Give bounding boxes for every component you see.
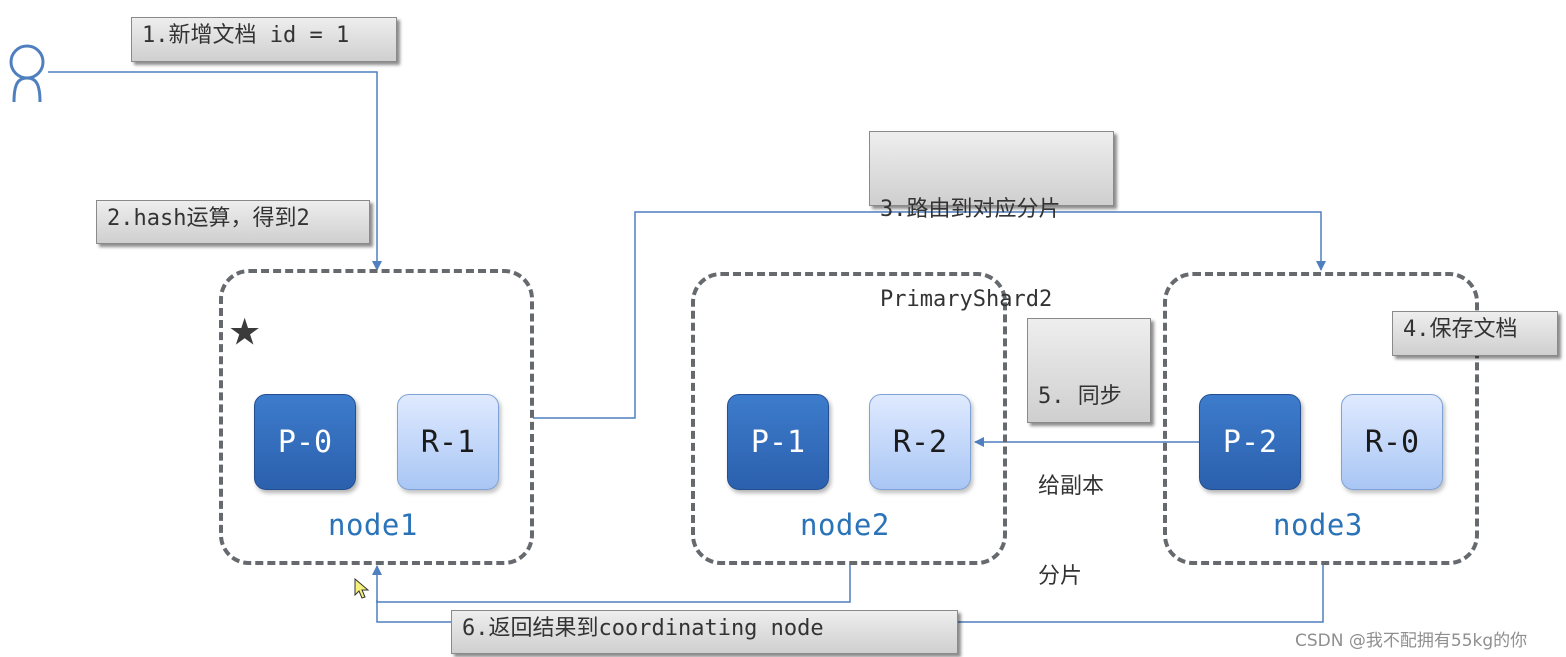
cursor-icon [354,578,370,599]
node1-box [219,269,534,565]
response-arrow-node2 [372,564,851,603]
watermark: CSDN @我不配拥有55kg的你 [1295,631,1528,651]
node2-box [691,272,1007,565]
step5-line1: 5. 同步 [1038,384,1122,409]
step5-line2: 给副本 [1038,474,1105,499]
primary-shard-p1: P-1 [727,394,829,490]
step1-note: 1.新增文档 id = 1 [131,17,397,62]
step3-note: 3.路由到对应分片 PrimaryShard2 [869,131,1114,312]
step5-note: 5. 同步 给副本 分片 [1027,318,1151,589]
primary-shard-p2: P-2 [1199,394,1301,490]
node3-box [1163,272,1479,565]
primary-shard-p0: P-0 [254,394,356,490]
node3-label: node3 [1273,508,1363,542]
request-arrow [48,71,382,271]
step2-note: 2.hash运算，得到2 [96,200,370,244]
step3-line2: PrimaryShard2 [880,287,1053,312]
step4-note: 4.保存文档 [1392,311,1558,356]
step5-line3: 分片 [1038,564,1083,589]
replica-shard-r1: R-1 [397,394,499,490]
star-icon: ★ [229,298,261,358]
replica-shard-r2: R-2 [869,394,971,490]
node2-label: node2 [800,508,890,542]
route-arrow [533,211,1326,419]
user-icon [9,44,45,103]
step6-note: 6.返回结果到coordinating node [451,610,958,654]
node1-label: node1 [328,508,418,542]
replica-shard-r0: R-0 [1341,394,1443,490]
step3-line1: 3.路由到对应分片 [880,197,1061,222]
